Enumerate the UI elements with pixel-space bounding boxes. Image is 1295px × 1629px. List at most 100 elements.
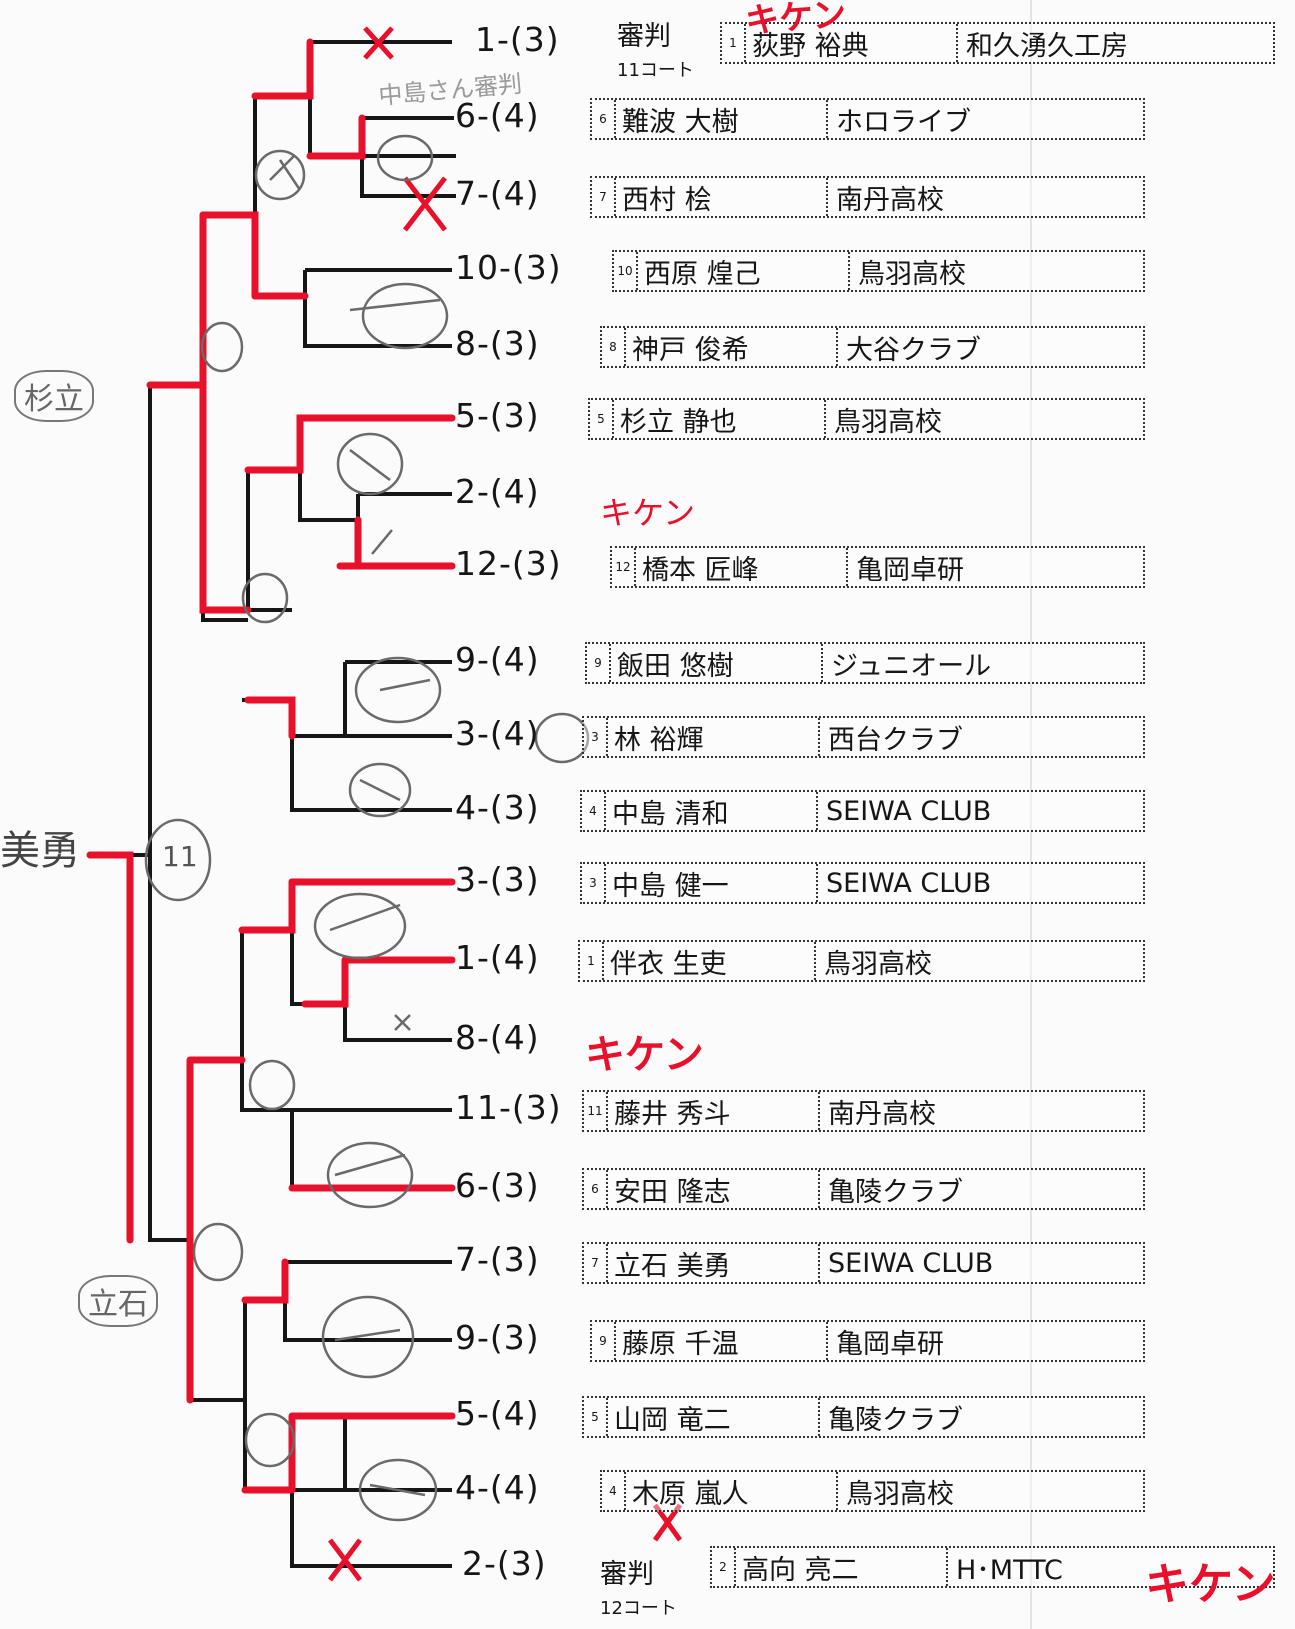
seed-label: 8-(4) (455, 1018, 540, 1057)
player-club: 南丹高校 (836, 184, 944, 216)
player-club: 亀岡卓研 (836, 1328, 944, 1360)
withdrawal-note-top: キケン (743, 0, 848, 42)
draw-number: 6 (584, 1170, 608, 1208)
bracket-black-lines (90, 40, 456, 1568)
player-name: 立石 美勇 (608, 1244, 820, 1282)
seed-label: 5-(3) (455, 396, 540, 435)
seed-label: 6-(3) (455, 1166, 540, 1205)
player-club: 和久湧久工房 (966, 30, 1128, 62)
draw-number: 10 (614, 252, 638, 290)
withdrawal-note-3: キケン (1145, 1559, 1276, 1610)
champion-name-note: 美勇 (0, 828, 80, 874)
draw-number: 9 (592, 1322, 616, 1360)
semifinal-top-winner: 杉立 (14, 370, 94, 422)
seed-label: 6-(4) (455, 96, 540, 135)
player-club: 鳥羽高校 (846, 1478, 954, 1510)
draw-number: 5 (584, 1398, 608, 1436)
seed-label: 1-(4) (455, 938, 540, 977)
draw-number: 12 (612, 548, 636, 586)
draw-number: 3 (582, 864, 606, 902)
semifinal-bottom-winner: 立石 (78, 1275, 158, 1327)
player-club: 南丹高校 (828, 1098, 936, 1130)
draw-number: 11 (584, 1092, 608, 1130)
player-name: 杉立 静也 (614, 400, 826, 438)
player-name: 西原 煌己 (638, 252, 850, 290)
draw-number: 7 (592, 178, 616, 216)
seed-label: 2-(4) (455, 472, 540, 511)
paper-fold-line (1030, 0, 1032, 1629)
seed-label: 10-(3) (455, 248, 562, 287)
player-name: 難波 大樹 (616, 100, 828, 138)
referee-label-bottom: 審判 (600, 1559, 654, 1590)
draw-number: 1 (580, 942, 604, 980)
draw-number: 4 (582, 792, 606, 830)
draw-number: 2 (712, 1548, 736, 1586)
final-court-number: 11 (162, 840, 198, 873)
player-name: 橋本 匠峰 (636, 548, 848, 586)
player-club: ジュニオール (831, 650, 992, 682)
pencil-score-circles (144, 134, 590, 1522)
seed-label: 5-(4) (455, 1394, 540, 1433)
player-club: 西台クラブ (828, 724, 963, 756)
player-name: 藤原 千温 (616, 1322, 828, 1360)
player-name: 中島 健一 (606, 864, 818, 902)
seed-label: 4-(4) (455, 1468, 540, 1507)
bracket-red-marks (86, 38, 456, 1494)
seed-label: 9-(4) (455, 640, 540, 679)
draw-number: 6 (592, 100, 616, 138)
seed-label: 7-(4) (455, 174, 540, 213)
player-name: 神戸 俊希 (626, 328, 838, 366)
withdrawal-note-1: キケン (600, 494, 696, 532)
player-club: 亀岡卓研 (856, 554, 964, 586)
player-name: 木原 嵐人 (626, 1472, 838, 1510)
seed-label: 12-(3) (455, 544, 562, 583)
court-label-bottom: 12コート (600, 1598, 677, 1619)
player-name: 藤井 秀斗 (608, 1092, 820, 1130)
player-club: 鳥羽高校 (834, 406, 942, 438)
seed-label: 3-(3) (455, 860, 540, 899)
seed-label: 4-(3) (455, 788, 540, 827)
player-club: ホロライブ (836, 106, 971, 138)
player-name: 荻野 裕典 (746, 24, 958, 62)
player-name: 山岡 竜二 (608, 1398, 820, 1436)
player-club: 亀陵クラブ (828, 1404, 963, 1436)
player-name: 高向 亮二 (736, 1548, 948, 1586)
seed-label: 3-(4) (455, 714, 540, 753)
referee-label-top: 審判 (617, 21, 671, 52)
seed-label: 9-(3) (455, 1318, 540, 1357)
player-club: 鳥羽高校 (858, 258, 966, 290)
seed-label: 1-(3) (475, 20, 560, 59)
draw-number: 4 (602, 1472, 626, 1510)
draw-number: 8 (602, 328, 626, 366)
seed-label: 7-(3) (455, 1240, 540, 1279)
player-club: 亀陵クラブ (828, 1176, 963, 1208)
draw-number: 3 (584, 718, 608, 756)
player-name: 林 裕輝 (608, 718, 820, 756)
withdrawal-note-2: キケン (585, 1032, 704, 1078)
red-cross-marks (328, 26, 683, 1582)
player-name: 飯田 悠樹 (611, 644, 823, 682)
court-label-top: 11コート (617, 60, 694, 81)
draw-number: 9 (587, 644, 611, 682)
player-name: 中島 清和 (606, 792, 818, 830)
draw-number: 5 (590, 400, 614, 438)
player-club: 大谷クラブ (846, 334, 981, 366)
